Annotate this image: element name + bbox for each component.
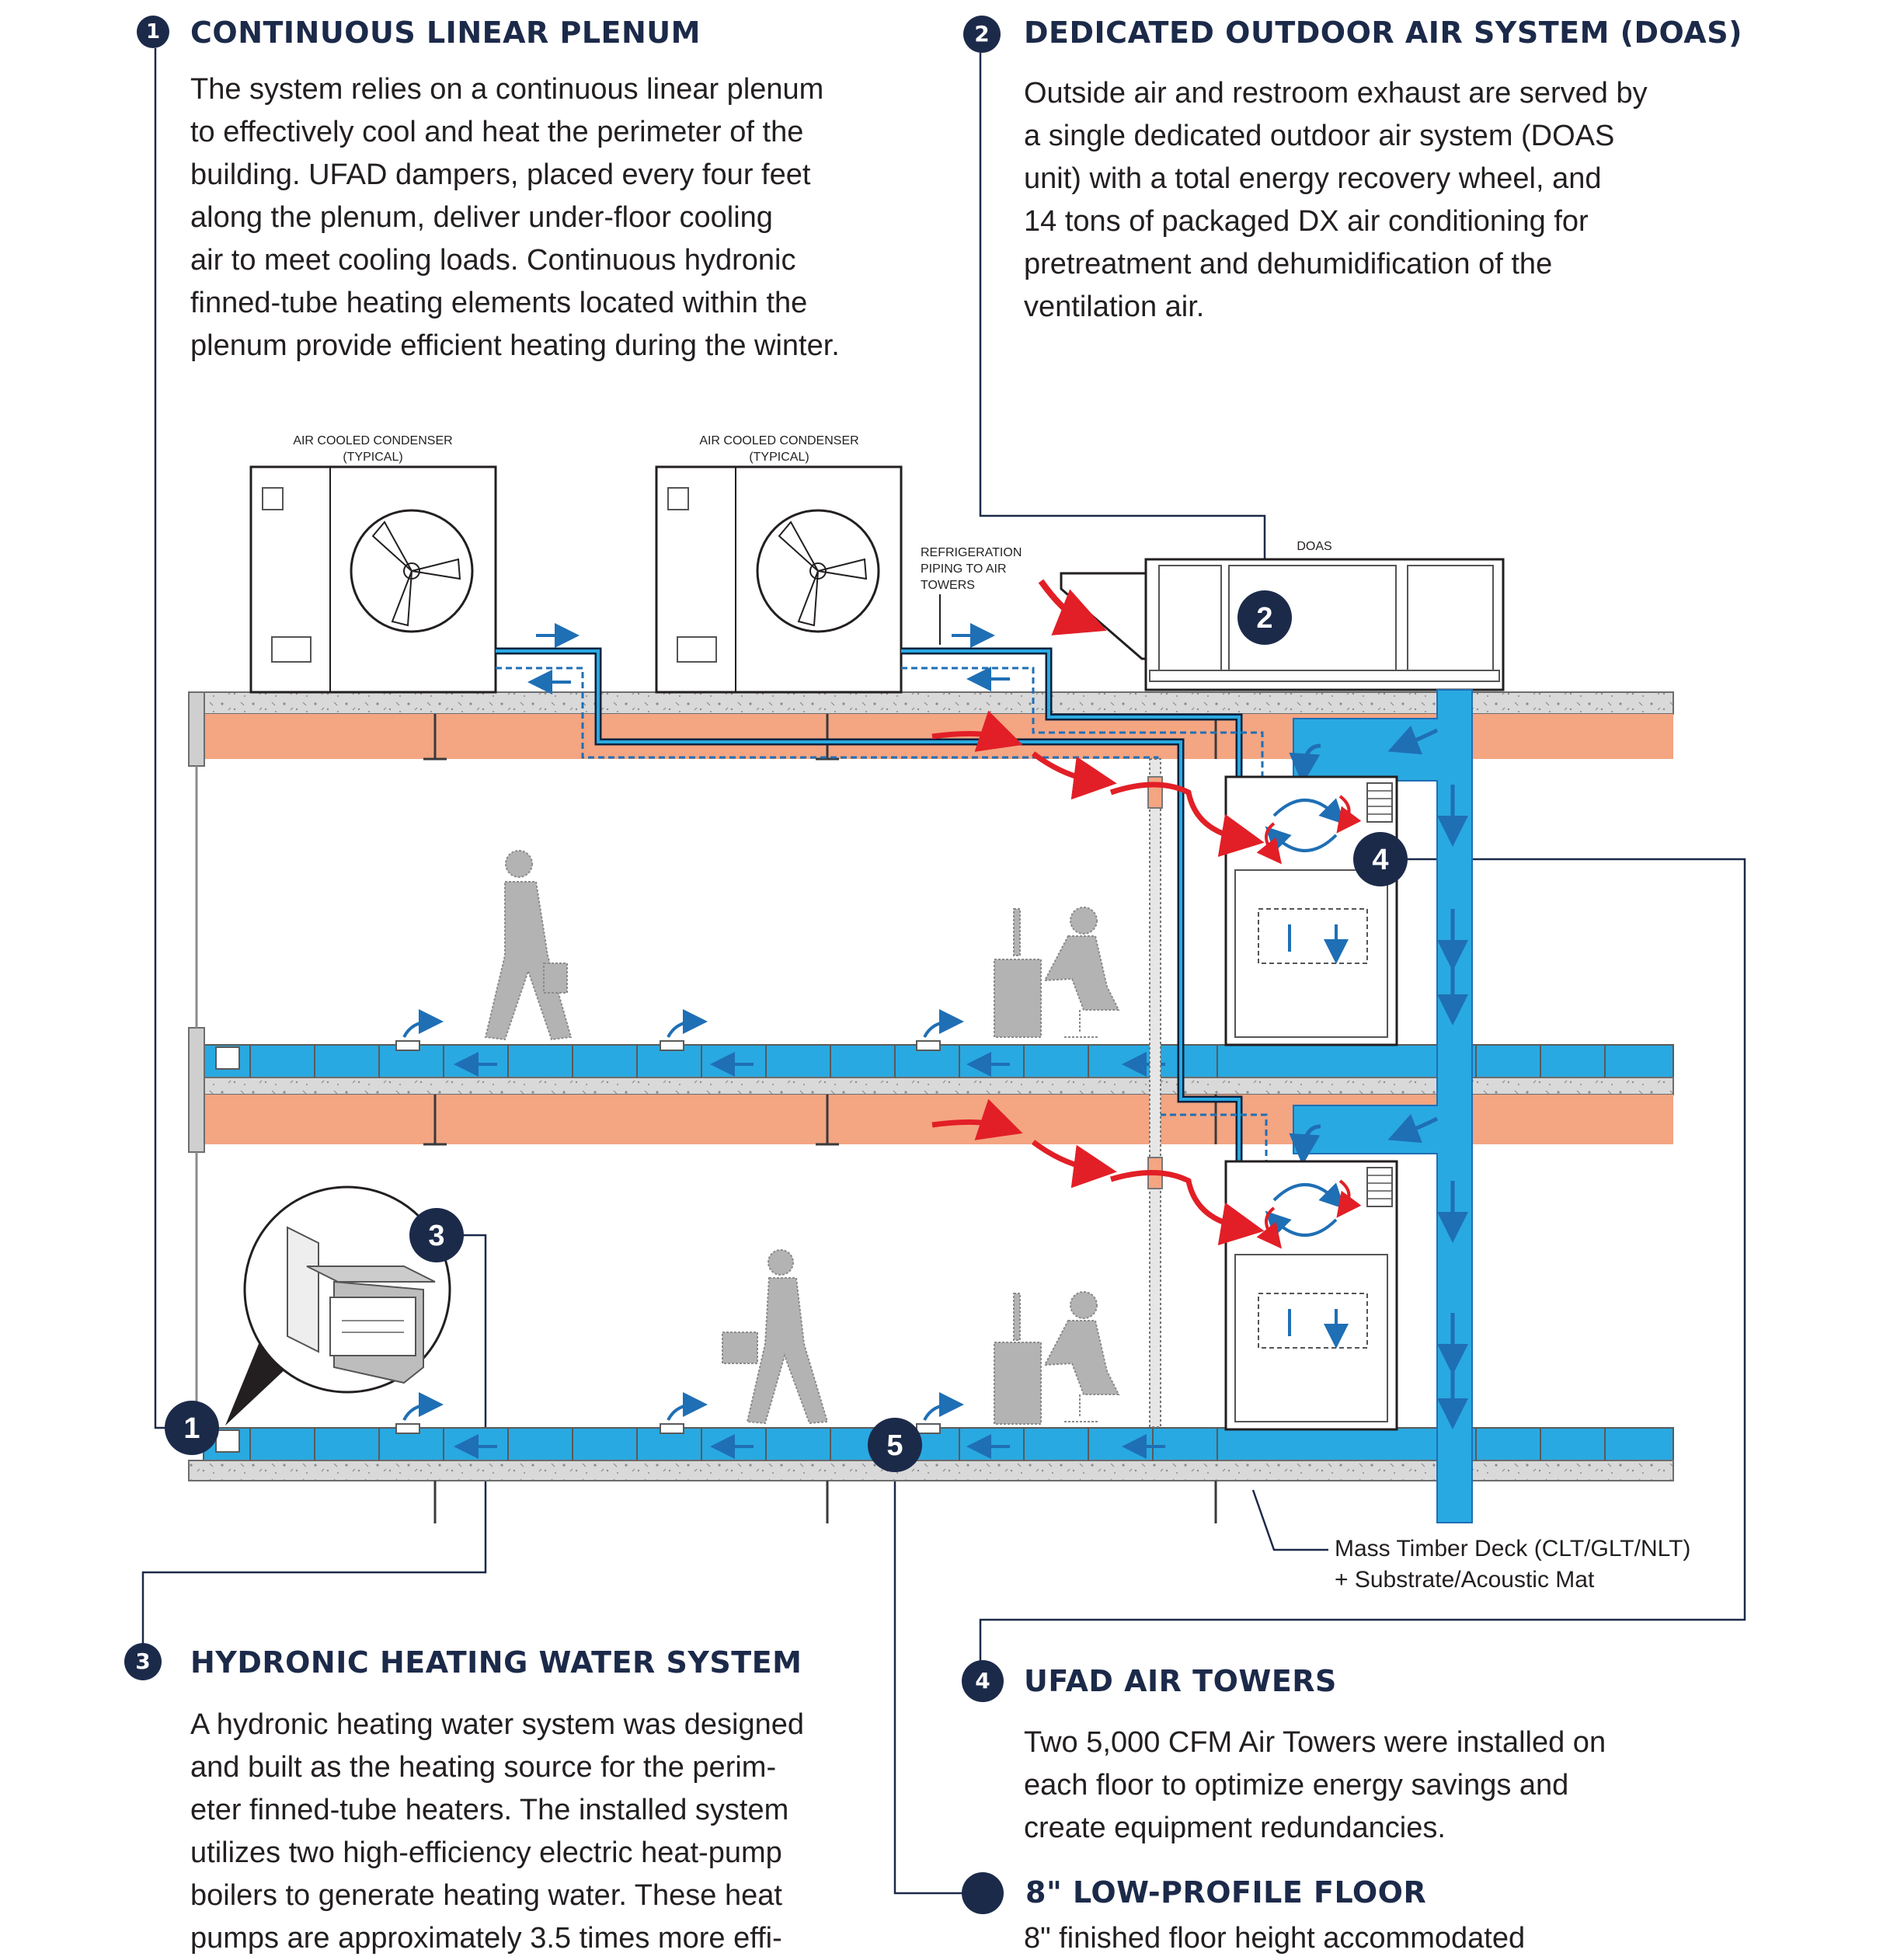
- text-line: a single dedicated outdoor air system (D…: [1024, 120, 1615, 152]
- outside-air-arrow: [1038, 579, 1107, 635]
- deck-label-line1: Mass Timber Deck (CLT/GLT/NLT): [1335, 1536, 1690, 1561]
- section-2-title: DEDICATED OUTDOOR AIR SYSTEM (DOAS): [1024, 16, 1742, 50]
- text-line: utilizes two high-efficiency electric he…: [190, 1836, 782, 1869]
- deck-label-line2: + Substrate/Acoustic Mat: [1335, 1567, 1595, 1593]
- refrigeration-label-line3: TOWERS: [921, 579, 975, 592]
- section-5-title: 8" LOW-PROFILE FLOOR: [1025, 1875, 1427, 1910]
- refrigeration-label-line1: REFRIGERATION: [921, 546, 1022, 559]
- section-4-body: Two 5,000 CFM Air Towers were installed …: [1024, 1722, 1606, 1850]
- text-line: to effectively cool and heat the perimet…: [190, 116, 804, 148]
- text-line: Outside air and restroom exhaust are ser…: [1024, 77, 1648, 110]
- marker-4-label: 4: [1372, 844, 1388, 876]
- text-line: A hydronic heating water system was desi…: [190, 1708, 804, 1741]
- condenser-1-label-line2: (TYPICAL): [343, 451, 402, 464]
- section-1-body: The system relies on a continuous linear…: [190, 68, 840, 367]
- duct-air-arrows: [1289, 726, 1468, 1429]
- condenser-1-label-line1: AIR COOLED CONDENSER: [293, 434, 452, 447]
- diagram-markers: [165, 590, 1408, 1472]
- text-line: finned-tube heating elements located wit…: [190, 287, 808, 319]
- air-cooled-condenser-2: [655, 465, 903, 694]
- text-line: ventilation air.: [1024, 291, 1205, 323]
- ufad-air-tower-lower: [1224, 1160, 1398, 1431]
- text-line: plenum provide efficient heating during …: [190, 329, 840, 362]
- text-line: create equipment redundancies.: [1024, 1812, 1446, 1844]
- text-line: along the plenum, deliver under-floor co…: [190, 201, 773, 234]
- floor-1-slab: [188, 1460, 1674, 1481]
- text-line: boilers to generate heating water. These…: [190, 1879, 782, 1912]
- text-line: each floor to optimize energy savings an…: [1024, 1769, 1569, 1802]
- text-line: unit) with a total energy recovery wheel…: [1024, 162, 1602, 195]
- exterior-wall-mid: [188, 1027, 205, 1153]
- section-4-title: UFAD AIR TOWERS: [1024, 1664, 1337, 1698]
- ufad-air-tower-upper: [1224, 775, 1398, 1046]
- condenser-2-label-line1: AIR COOLED CONDENSER: [699, 434, 858, 447]
- marker-5-label: 5: [886, 1429, 903, 1462]
- air-cooled-condenser-1: [249, 465, 497, 694]
- leader-lines: [141, 48, 1746, 1895]
- marker-1-label: 1: [183, 1412, 200, 1445]
- text-line: and built as the heating source for the …: [190, 1751, 777, 1784]
- section-2-body: Outside air and restroom exhaust are ser…: [1024, 72, 1648, 329]
- section-3-badge: 3: [124, 1643, 162, 1680]
- doas-label: DOAS: [1297, 540, 1331, 553]
- condenser-2-label-line2: (TYPICAL): [749, 451, 809, 464]
- section-1-badge: 1: [137, 16, 169, 48]
- text-line: building. UFAD dampers, placed every fou…: [190, 158, 811, 191]
- person-walking-upper: [484, 850, 573, 1041]
- riser-valve-upper: [1147, 776, 1163, 809]
- section-1-title: CONTINUOUS LINEAR PLENUM: [190, 16, 701, 50]
- section-3-title: HYDRONIC HEATING WATER SYSTEM: [190, 1645, 802, 1680]
- section-3-body: A hydronic heating water system was desi…: [190, 1704, 804, 1960]
- section-4-badge: 4: [962, 1660, 1004, 1702]
- person-seated-upper: [994, 907, 1120, 1038]
- heating-riser: [1149, 758, 1161, 1428]
- marker-3-label: 3: [428, 1220, 444, 1252]
- exterior-wall-upper: [188, 691, 205, 767]
- plenum-detail-callout: [225, 1185, 451, 1426]
- text-line: air to meet cooling loads. Continuous hy…: [190, 244, 796, 277]
- refrigeration-label-line2: PIPING TO AIR: [921, 562, 1007, 576]
- doas-supply-duct: [1293, 689, 1473, 1523]
- beam-supports: [423, 714, 1217, 1523]
- section-2-badge: 2: [963, 16, 1001, 53]
- text-line: Two 5,000 CFM Air Towers were installed …: [1024, 1726, 1606, 1759]
- pipe-flow-arrows: [527, 623, 1010, 695]
- person-walking-lower: [722, 1249, 829, 1425]
- ufad-dampers: [215, 1040, 941, 1453]
- return-air-arrows: [931, 710, 1265, 1246]
- text-line: pretreatment and dehumidification of the: [1024, 248, 1553, 280]
- person-seated-lower: [994, 1291, 1120, 1425]
- text-line: The system relies on a continuous linear…: [190, 73, 824, 106]
- section-5-badge: [962, 1872, 1004, 1914]
- refrigeration-piping: [496, 647, 1268, 1173]
- marker-2-label: 2: [1256, 602, 1272, 635]
- roof-slab: [188, 691, 1674, 715]
- text-line: eter finned-tube heaters. The installed …: [190, 1794, 789, 1826]
- text-line: 14 tons of packaged DX air conditioning …: [1024, 205, 1589, 238]
